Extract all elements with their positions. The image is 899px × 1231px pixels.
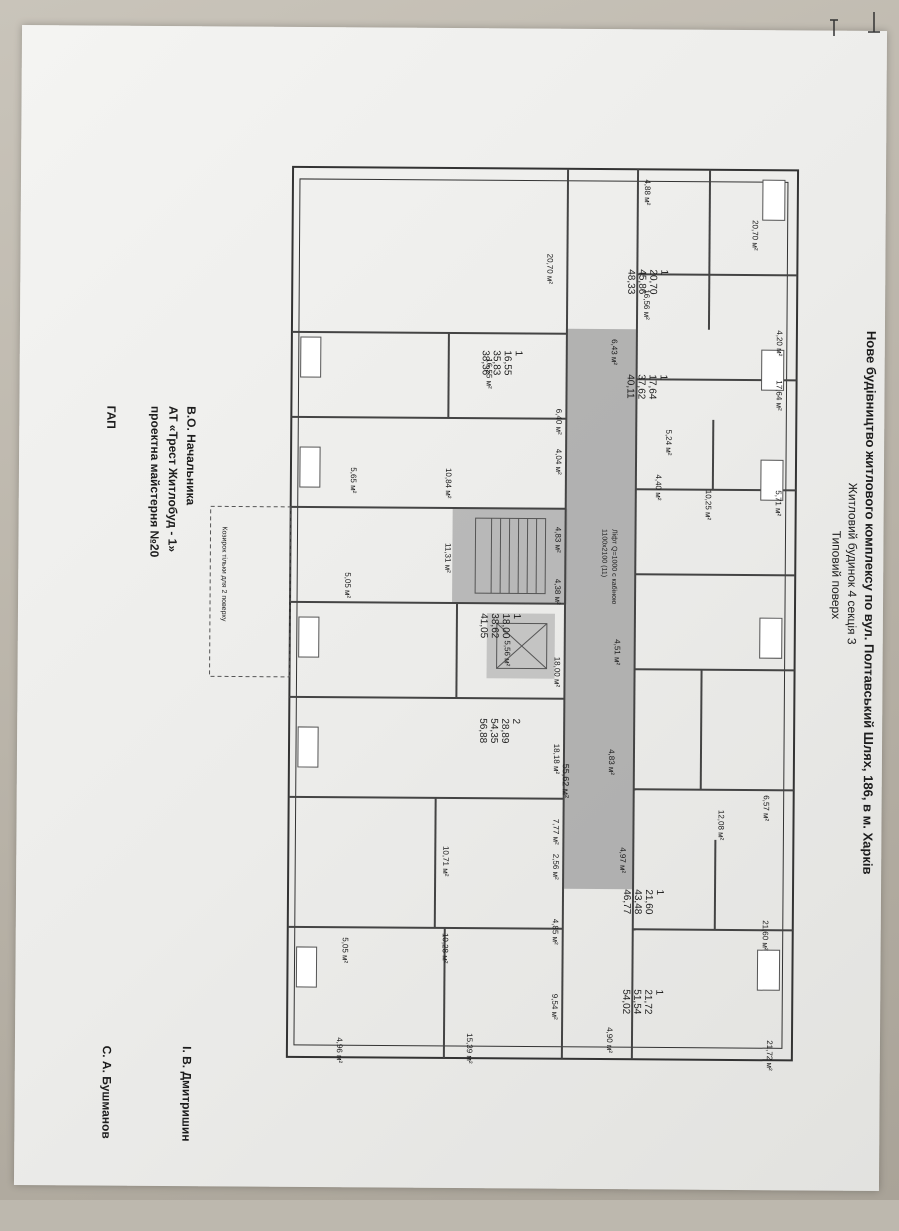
apartment-area-with-balcony: 56,88 [477,718,488,743]
room-area-label: 4,04 м² [554,449,563,475]
room-area-label: 5,05 м² [343,572,352,598]
apartment-4: 1 18,00 38,62 41,05 [478,613,522,638]
apartment-living-area: 21,60 [643,889,654,914]
room-area-label: 6,57 м² [762,795,771,821]
rotated-drawing: Нове будівництво житлового комплексу по … [14,25,899,1231]
room-area-label: 6,40 м² [554,409,563,435]
paper-sheet: Нове будівництво житлового комплексу по … [14,25,887,1191]
lift-note-line-2: 1100х2100 (11) [600,529,607,577]
room-area-label: 10,71 м² [441,846,450,876]
apartment-total-area: 37,62 [635,374,646,399]
room-area-label: 4,83 м² [553,527,562,553]
signature-name-1: І. В. Дмитришин [179,1046,194,1141]
apartment-rooms: 1 [654,889,665,895]
apartment-5: 2 28,89 54,35 56,88 [477,718,521,743]
room-area-label: 20,70 м² [751,220,760,250]
room-area-label: 5,05 м² [341,937,350,963]
room-area-label: 5,65 м² [349,467,358,493]
apartment-rooms: 1 [653,989,664,995]
apartment-area-with-balcony: 54,02 [620,989,631,1014]
apartment-living-area: 16,55 [502,350,513,375]
room-area-label: 5,71 м² [774,490,783,516]
apartment-living-area: 18,00 [500,613,511,638]
apartment-rooms: 2 [510,718,521,724]
room-area-label: 4,88 м² [643,179,652,205]
signature-role: ГАП [104,406,118,429]
apartment-living-area: 21,72 [642,989,653,1014]
room-area-label: 2,56 м² [551,854,560,880]
balcony-note: Козирок тільки для 2 поверху [220,526,228,621]
room-area-label: 18,18 м² [552,744,561,774]
room-area-label: 7,77 м² [551,819,560,845]
apartment-total-area: 54,35 [488,718,499,743]
room-area-label: 10,25 м² [704,490,713,520]
room-area-label: 4,96 м² [335,1037,344,1063]
apartment-total-area: 51,54 [631,989,642,1014]
signature-left-line-3: проектна майстерня №20 [147,406,162,557]
corner-mark [828,8,882,38]
room-area-label: 17,64 м² [774,380,783,410]
apartment-6: 1 21,60 43,48 46,77 [621,889,665,914]
signature-left-line-1: В.О. Начальника [184,406,199,505]
room-area-label: 4,38 м² [553,579,562,605]
room-area-label: 4,40 м² [654,474,663,500]
apartment-area-with-balcony: 41,05 [478,613,489,638]
room-area-label: 4,85 м² [551,919,560,945]
room-area-label: 4,20 м² [775,330,784,356]
apartment-living-area: 17,64 [646,374,657,399]
room-area-label: 20,70 м² [545,254,554,284]
room-area-label: 21,60 м² [761,920,770,950]
room-area-label: 12,08 м² [716,810,725,840]
room-area-label: 4,90 м² [605,1027,614,1053]
apartment-2: 1 17,64 37,62 40,11 [624,374,668,399]
room-area-label: 6,43 м² [610,339,619,365]
signature-left-line-2: АТ «Трест Житлобуд - 1» [165,406,180,552]
room-area-label: 9,54 м² [550,994,559,1020]
apartment-total-area: 38,62 [489,613,500,638]
lift-note-line-1: Ліфт Q=1000 с кабіною [610,529,618,604]
apartment-7: 1 21,72 51,54 54,02 [620,989,664,1014]
apartment-rooms: 1 [658,269,669,275]
apartment-rooms: 1 [658,374,669,380]
room-area-label: 21,72 м² [765,1040,774,1070]
room-area-label: 18,00 м² [552,657,561,687]
room-area-label: 5,56 м² [503,640,512,666]
apartment-area-with-balcony: 46,77 [621,889,632,914]
apartment-area-with-balcony: 48,33 [625,269,636,294]
apartment-total-area: 43,48 [632,889,643,914]
room-area-label: 5,24 м² [664,429,673,455]
room-area-label: 55,62 м² [561,764,571,798]
room-area-label: 10,84 м² [444,468,453,498]
apartment-living-area: 28,89 [499,718,510,743]
room-area-label: 4,51 м² [613,639,622,665]
signature-name-2: С. А. Бушманов [99,1046,114,1139]
room-area-label: 4,83 м² [607,749,616,775]
room-area-label: 16,55 м² [485,358,494,388]
room-area-label: 15,39 м² [465,1033,474,1063]
room-area-label: 11,31 м² [443,543,452,573]
room-area-label: 16,56 м² [642,289,651,319]
room-area-label: 4,97 м² [618,847,627,873]
apartment-area-with-balcony: 40,11 [624,374,635,398]
room-area-label: 10,28 м² [441,933,450,963]
apartment-rooms: 1 [513,350,524,356]
apartment-rooms: 1 [511,613,522,619]
